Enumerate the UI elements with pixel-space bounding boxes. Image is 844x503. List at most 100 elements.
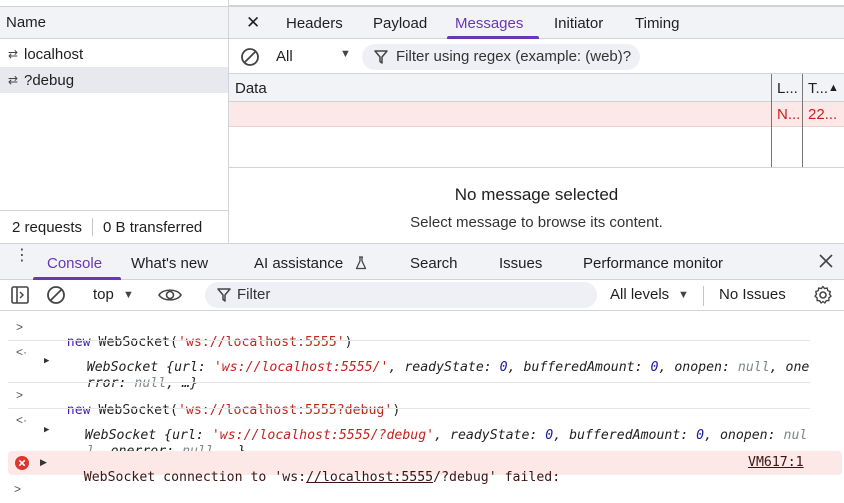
close-icon[interactable]: ✕ (246, 13, 261, 32)
column-time-header[interactable]: T... (808, 80, 829, 97)
request-list-header[interactable]: Name (0, 6, 228, 39)
sidebar-toggle-icon[interactable] (11, 286, 29, 304)
keyword: new (66, 335, 91, 350)
code-text: , readyState: (434, 428, 546, 443)
log-levels-select[interactable]: All levels (610, 286, 670, 303)
chevron-down-icon[interactable]: ▼ (123, 289, 134, 301)
console-toolbar: top ▼ Filter All levels ▼ No Issues (0, 280, 844, 311)
result-arrow-icon: <· (16, 413, 28, 427)
drawer-tab-bar: ⋮ Console What's new AI assistance Searc… (0, 243, 844, 280)
console-input-line[interactable]: > new WebSocket('ws://localhost:5555') (0, 319, 844, 350)
error-message: /?debug' failed: (433, 470, 561, 485)
column-divider[interactable] (802, 74, 803, 167)
messages-toolbar: All ▼ Filter using regex (example: (web)… (229, 40, 844, 74)
code-text: rror: (86, 376, 135, 391)
number-literal: 0 (545, 428, 554, 443)
clear-icon[interactable] (240, 47, 260, 67)
null-literal: null (134, 376, 167, 391)
input-prompt-icon: > (16, 388, 24, 402)
filter-icon (374, 50, 388, 64)
sort-ascending-icon: ▲ (828, 82, 839, 94)
expand-triangle-icon[interactable]: ▶ (44, 425, 50, 435)
error-message: WebSocket connection to 'ws: (83, 470, 307, 485)
code-text: , onopen: (704, 428, 784, 443)
grid-header: Data L... T... ▲ (229, 74, 844, 102)
string-literal: 'ws://localhost:5555/' (213, 360, 389, 375)
string-literal: 'ws://localhost:5555?debug' (177, 403, 393, 418)
request-count: 2 requests (12, 218, 83, 236)
code-text: , …} (166, 376, 198, 391)
null-literal: nul (783, 428, 808, 443)
tab-messages[interactable]: Messages (455, 15, 524, 32)
console-error-entry[interactable]: ▶ WebSocket connection to 'ws://localhos… (8, 451, 842, 485)
request-name: localhost (24, 45, 84, 63)
websocket-arrows-icon: ⇄ (8, 73, 19, 87)
tab-issues[interactable]: Issues (499, 255, 543, 272)
empty-state-subtitle: Select message to browse its content. (410, 214, 663, 231)
input-prompt-icon: > (16, 320, 24, 334)
tab-timing[interactable]: Timing (635, 15, 680, 32)
issues-counter[interactable]: No Issues (719, 286, 786, 303)
source-location-link[interactable]: VM617:1 (748, 455, 804, 470)
tab-search[interactable]: Search (410, 255, 458, 272)
number-literal: 0 (696, 428, 705, 443)
code-text: ) (392, 403, 401, 418)
column-divider[interactable] (771, 74, 772, 167)
tab-performance-monitor[interactable]: Performance monitor (583, 255, 724, 272)
column-length-header[interactable]: L... (777, 80, 798, 97)
code-text: , bufferedAmount: (507, 360, 651, 375)
error-icon (15, 456, 29, 470)
empty-state-title: No message selected (454, 185, 619, 204)
console-settings-gear-icon[interactable] (813, 285, 833, 305)
string-literal: 'ws://localhost:5555' (177, 335, 345, 350)
tab-whats-new[interactable]: What's new (131, 255, 209, 272)
request-name: ?debug (24, 71, 75, 89)
result-arrow-icon: <· (16, 345, 28, 359)
code-text: WebSocket( (90, 335, 178, 350)
request-row-debug[interactable]: ⇄ ?debug (0, 67, 228, 93)
console-result-entry[interactable]: <· ▶ WebSocket {url: 'ws://localhost:555… (0, 344, 844, 391)
context-select[interactable]: top (93, 286, 114, 303)
tab-console[interactable]: Console (47, 255, 103, 272)
message-type-select[interactable]: All (276, 48, 293, 65)
flask-icon (355, 256, 367, 270)
detail-tab-bar: ✕ Headers Payload Messages Initiator Tim… (229, 6, 844, 39)
chevron-down-icon[interactable]: ▼ (678, 289, 689, 301)
expand-triangle-icon[interactable]: ▶ (44, 356, 50, 366)
null-literal: null (737, 360, 770, 375)
chevron-down-icon[interactable]: ▼ (340, 48, 351, 60)
expand-triangle-icon[interactable]: ▶ (40, 457, 47, 467)
tab-initiator[interactable]: Initiator (554, 15, 604, 32)
object-preview: WebSocket {url: (86, 360, 214, 375)
transferred-size: 0 B transferred (103, 218, 203, 236)
active-tab-indicator (33, 277, 121, 280)
top-strip (0, 0, 844, 6)
active-tab-indicator (447, 36, 539, 39)
string-literal: 'ws://localhost:5555/?debug' (211, 428, 435, 443)
tab-ai-assistance[interactable]: AI assistance (254, 255, 344, 272)
request-row-localhost[interactable]: ⇄ localhost (0, 41, 228, 67)
request-list-panel (0, 0, 229, 243)
code-text: , bufferedAmount: (553, 428, 697, 443)
divider (8, 340, 810, 341)
code-text: , one (769, 360, 810, 375)
tab-payload[interactable]: Payload (373, 15, 428, 32)
message-row[interactable]: N... 22... (229, 102, 844, 127)
console-filter-input[interactable]: Filter (205, 282, 597, 308)
name-column-header[interactable]: Name (6, 14, 47, 31)
column-data-header[interactable]: Data (235, 80, 267, 97)
messages-grid: Data L... T... ▲ N... 22... (229, 74, 844, 168)
console-input-line[interactable]: > new WebSocket('ws://localhost:5555?deb… (0, 387, 844, 418)
tab-headers[interactable]: Headers (286, 15, 343, 32)
divider (8, 382, 810, 383)
network-summary-bar: 2 requests 0 B transferred (0, 210, 228, 243)
empty-state: No message selected Select message to br… (229, 168, 844, 243)
console-result-entry[interactable]: <· ▶ WebSocket {url: 'ws://localhost:555… (0, 412, 844, 459)
message-filter-input[interactable]: Filter using regex (example: (web)? (362, 44, 640, 70)
live-expression-eye-icon[interactable] (158, 287, 182, 303)
more-tools-icon[interactable]: ⋮ (14, 247, 30, 264)
error-url-link[interactable]: //localhost:5555 (306, 470, 434, 485)
close-drawer-icon[interactable] (819, 254, 833, 268)
clear-console-icon[interactable] (46, 285, 66, 305)
console-prompt-icon[interactable]: > (14, 482, 22, 496)
